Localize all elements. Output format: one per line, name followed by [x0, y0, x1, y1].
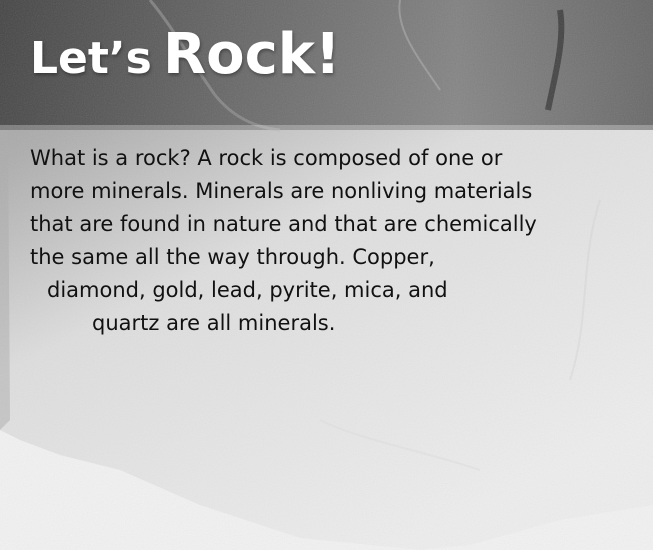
body-line: more minerals. Minerals are nonliving ma…	[30, 179, 533, 203]
body-paragraph: What is a rock? A rock is composed of on…	[30, 142, 537, 340]
body-line: that are found in nature and that are ch…	[30, 212, 537, 236]
body-line: What is a rock? A rock is composed of on…	[30, 146, 503, 170]
title-word-lets: Let’s	[30, 33, 152, 84]
body-line: the same all the way through. Copper,	[30, 245, 435, 269]
slide-title: Let’s Rock!	[30, 22, 341, 87]
title-word-rock: Rock!	[162, 22, 341, 87]
body-line: diamond, gold, lead, pyrite, mica, and	[47, 278, 448, 302]
body-line: quartz are all minerals.	[92, 311, 336, 335]
title-band: Let’s Rock!	[0, 0, 653, 125]
